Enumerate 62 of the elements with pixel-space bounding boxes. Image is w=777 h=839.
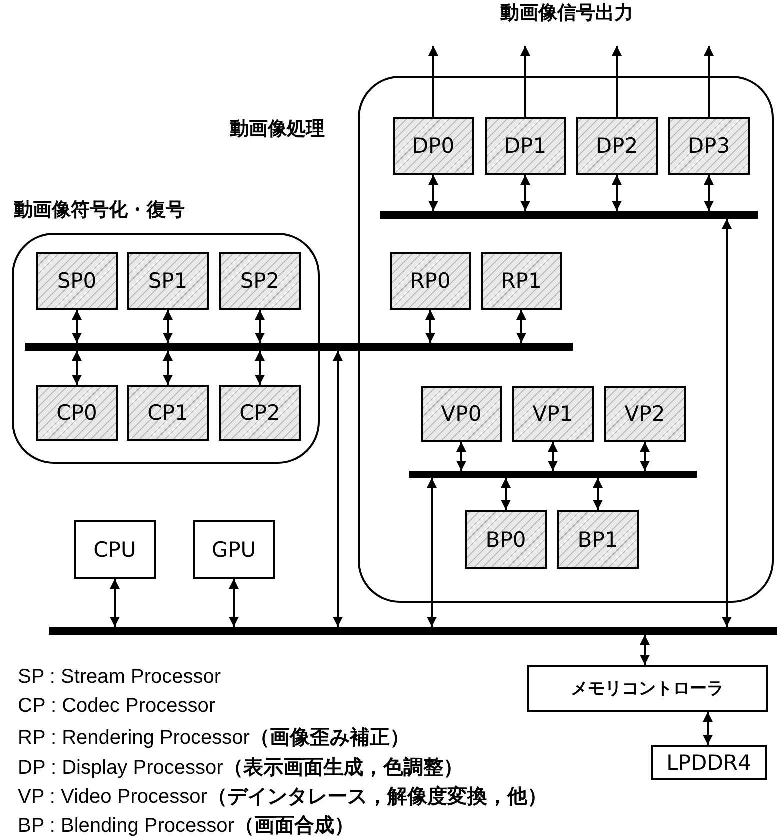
processor-box: DP2 — [576, 117, 658, 175]
arrow — [456, 442, 466, 471]
bus-bar — [25, 343, 573, 351]
arrow — [255, 351, 265, 385]
legend-note: RP : Rendering Processor（画像歪み補正） — [18, 726, 410, 752]
processor-box: BP0 — [465, 510, 547, 569]
arrow — [722, 219, 732, 627]
arrow — [520, 46, 530, 117]
processor-box: SP0 — [36, 252, 118, 310]
arrow — [501, 478, 511, 510]
processor-box: VP1 — [512, 386, 594, 442]
bus-bar — [409, 471, 697, 478]
arrow — [548, 442, 558, 471]
arrow — [612, 175, 622, 211]
output-title: 動画像信号出力 — [500, 3, 634, 25]
arrow — [516, 310, 526, 343]
processor-box: CP0 — [36, 385, 118, 441]
unit-box: GPU — [193, 520, 275, 579]
processor-box: CP2 — [219, 385, 301, 441]
arrow — [612, 46, 622, 117]
group-title: 動画像処理 — [230, 117, 325, 142]
legend-note: DP : Display Processor（表示画面生成，色調整） — [18, 756, 464, 781]
arrow — [163, 351, 173, 385]
processor-box: SP2 — [219, 252, 301, 310]
processor-box: RP0 — [390, 252, 471, 310]
controller-box: メモリコントローラ — [527, 665, 768, 712]
processor-box: DP1 — [485, 117, 566, 175]
bus-bar — [49, 627, 777, 635]
processor-box: VP0 — [421, 386, 502, 442]
arrow — [428, 46, 438, 117]
arrow — [255, 310, 265, 343]
unit-box: LPDDR4 — [651, 745, 767, 780]
processor-box: DP3 — [668, 117, 750, 175]
arrow — [427, 478, 437, 627]
processor-box: RP1 — [481, 252, 562, 310]
arrow — [426, 310, 436, 343]
arrow — [229, 579, 239, 627]
arrow — [72, 351, 82, 385]
legend-note: BP : Blending Processor（画面合成） — [18, 814, 354, 839]
bus-bar — [380, 211, 758, 219]
arrow — [72, 310, 82, 343]
arrow — [333, 351, 343, 627]
arrow — [593, 478, 603, 510]
processor-box: SP1 — [127, 252, 209, 310]
arrow — [520, 175, 530, 211]
processor-box: CP1 — [127, 385, 209, 441]
arrow — [640, 442, 650, 471]
unit-box: CPU — [74, 520, 156, 579]
arrow — [428, 175, 438, 211]
legend-note: SP : Stream Processor — [18, 666, 222, 689]
group-title: 動画像符号化・復号 — [14, 198, 185, 223]
legend-note: CP : Codec Processor — [18, 695, 216, 718]
arrow — [640, 635, 650, 665]
arrow — [704, 175, 714, 211]
processor-box: BP1 — [557, 510, 639, 569]
arrow — [704, 46, 714, 117]
legend-note: VP : Video Processor（デインタレース，解像度変換，他） — [18, 784, 548, 810]
processor-box: VP2 — [604, 386, 686, 442]
arrow — [110, 579, 120, 627]
arrow — [163, 310, 173, 343]
processor-box: DP0 — [393, 117, 474, 175]
arrow — [703, 712, 713, 745]
